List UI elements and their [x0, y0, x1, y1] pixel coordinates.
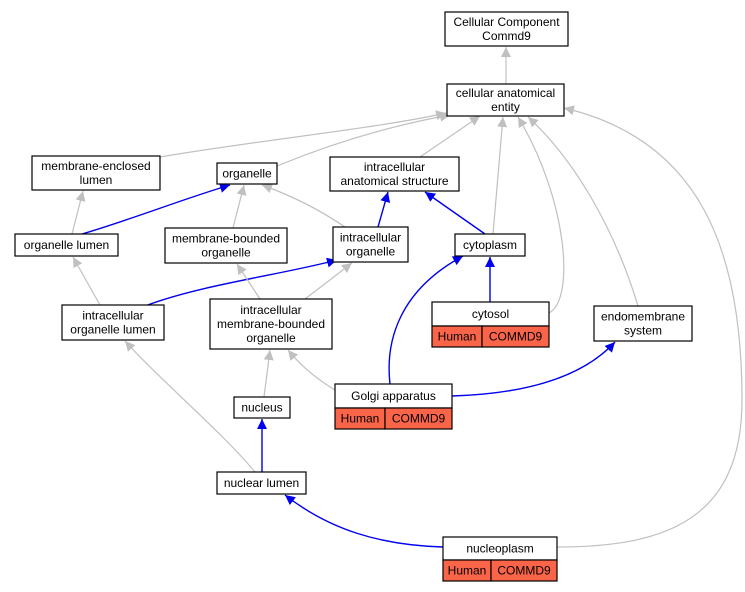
node-label: endomembrane [601, 310, 685, 324]
edge-nucleoplasm-to-nuclear-lumen [284, 494, 444, 548]
node-box [164, 227, 288, 264]
node-box [216, 162, 278, 185]
edge-golgi-apparatus-to-intracellular-membrane-bounded-organelle [287, 349, 339, 393]
node-organelle[interactable]: organelle [216, 162, 278, 185]
gene-tag-box [490, 559, 558, 582]
node-box [329, 156, 460, 192]
edge-membrane-enclosed-lumen-to-cellular-anatomical-entity [159, 110, 447, 158]
edge-intracellular-organelle-to-organelle [261, 183, 346, 228]
node-label: entity [491, 100, 520, 114]
edge-intracellular-organelle-lumen-to-intracellular-organelle [144, 257, 338, 307]
node-label: system [624, 324, 662, 338]
edge-intracellular-organelle-lumen-to-organelle-lumen [72, 256, 101, 306]
node-label: organelle lumen [24, 238, 109, 252]
gene-tag: COMMD9 [392, 412, 446, 426]
gene-tag-box [481, 325, 550, 348]
edge-nucleoplasm-to-cellular-anatomical-entity [556, 105, 743, 548]
node-nucleus[interactable]: nucleus [233, 396, 291, 419]
edge-cytoplasm-to-intracellular-anatomical-structure [424, 191, 486, 235]
node-box [14, 233, 119, 257]
node-box [332, 226, 409, 263]
node-label: membrane-enclosed [41, 159, 150, 173]
node-organelle-lumen[interactable]: organelle lumen [14, 233, 119, 257]
edge-cytosol-to-cellular-anatomical-entity [517, 116, 565, 314]
node-box [431, 301, 550, 327]
node-label: cytosol [472, 307, 509, 321]
node-box [593, 305, 693, 342]
node-label: cytoplasm [463, 238, 517, 252]
species-tag: Human [438, 330, 477, 344]
node-label: nucleoplasm [466, 542, 533, 556]
node-label: membrane-bounded [217, 317, 325, 331]
edge-cytoplasm-to-cellular-anatomical-entity [492, 116, 508, 235]
node-label: intracellular [340, 231, 401, 245]
node-box [209, 298, 333, 350]
node-label: intracellular [82, 309, 143, 323]
node-nuclear-lumen[interactable]: nuclear lumen [216, 471, 307, 495]
species-tag: Human [448, 564, 487, 578]
node-label: Golgi apparatus [351, 389, 436, 403]
node-label: nucleus [241, 401, 282, 415]
edge-membrane-bounded-organelle-to-organelle [232, 184, 247, 229]
node-label: intracellular [364, 160, 425, 174]
node-label: lumen [80, 173, 113, 187]
edge-organelle-lumen-to-membrane-enclosed-lumen [71, 190, 86, 235]
node-label: nuclear lumen [224, 476, 299, 490]
node-box [446, 83, 565, 117]
node-box [61, 304, 165, 341]
gene-tag-box [384, 407, 453, 430]
edge-nuclear-lumen-to-intracellular-organelle-lumen [124, 340, 256, 473]
node-box [233, 396, 291, 419]
edge-golgi-apparatus-to-endomembrane-system [451, 341, 616, 397]
node-label: organelle lumen [70, 323, 155, 337]
node-label: anatomical structure [340, 174, 448, 188]
edge-endomembrane-system-to-cellular-anatomical-entity [527, 116, 639, 307]
edge-intracellular-membrane-bounded-organelle-to-membrane-bounded-organelle [236, 263, 261, 300]
node-cytoplasm[interactable]: cytoplasm [454, 233, 526, 257]
node-label: membrane-bounded [172, 232, 280, 246]
gene-tag: COMMD9 [489, 330, 543, 344]
node-label: cellular anatomical [456, 86, 555, 100]
edges-layer [71, 47, 743, 548]
node-label: Cellular Component [453, 15, 560, 29]
edge-golgi-apparatus-to-cytoplasm [388, 255, 464, 385]
node-label: organelle [201, 246, 251, 260]
edge-intracellular-anatomical-structure-to-cellular-anatomical-entity [419, 115, 481, 158]
edge-intracellular-membrane-bounded-organelle-to-intracellular-organelle [304, 262, 353, 300]
edge-organelle-to-cellular-anatomical-entity [276, 111, 451, 167]
node-box [31, 155, 161, 191]
node-label: organelle [222, 167, 272, 181]
node-box [454, 233, 526, 257]
node-box [216, 471, 307, 495]
edge-organelle-lumen-to-organelle [81, 183, 231, 235]
species-tag: Human [341, 412, 380, 426]
edge-intracellular-organelle-to-intracellular-anatomical-structure [377, 191, 391, 228]
node-label: organelle [346, 245, 396, 259]
node-label: Commd9 [482, 29, 531, 43]
node-box [444, 11, 569, 47]
edge-nucleus-to-intracellular-membrane-bounded-organelle [263, 349, 274, 398]
gene-tag: COMMD9 [497, 564, 551, 578]
node-label: organelle [246, 331, 296, 345]
node-box [334, 383, 453, 409]
node-label: intracellular [240, 303, 301, 317]
